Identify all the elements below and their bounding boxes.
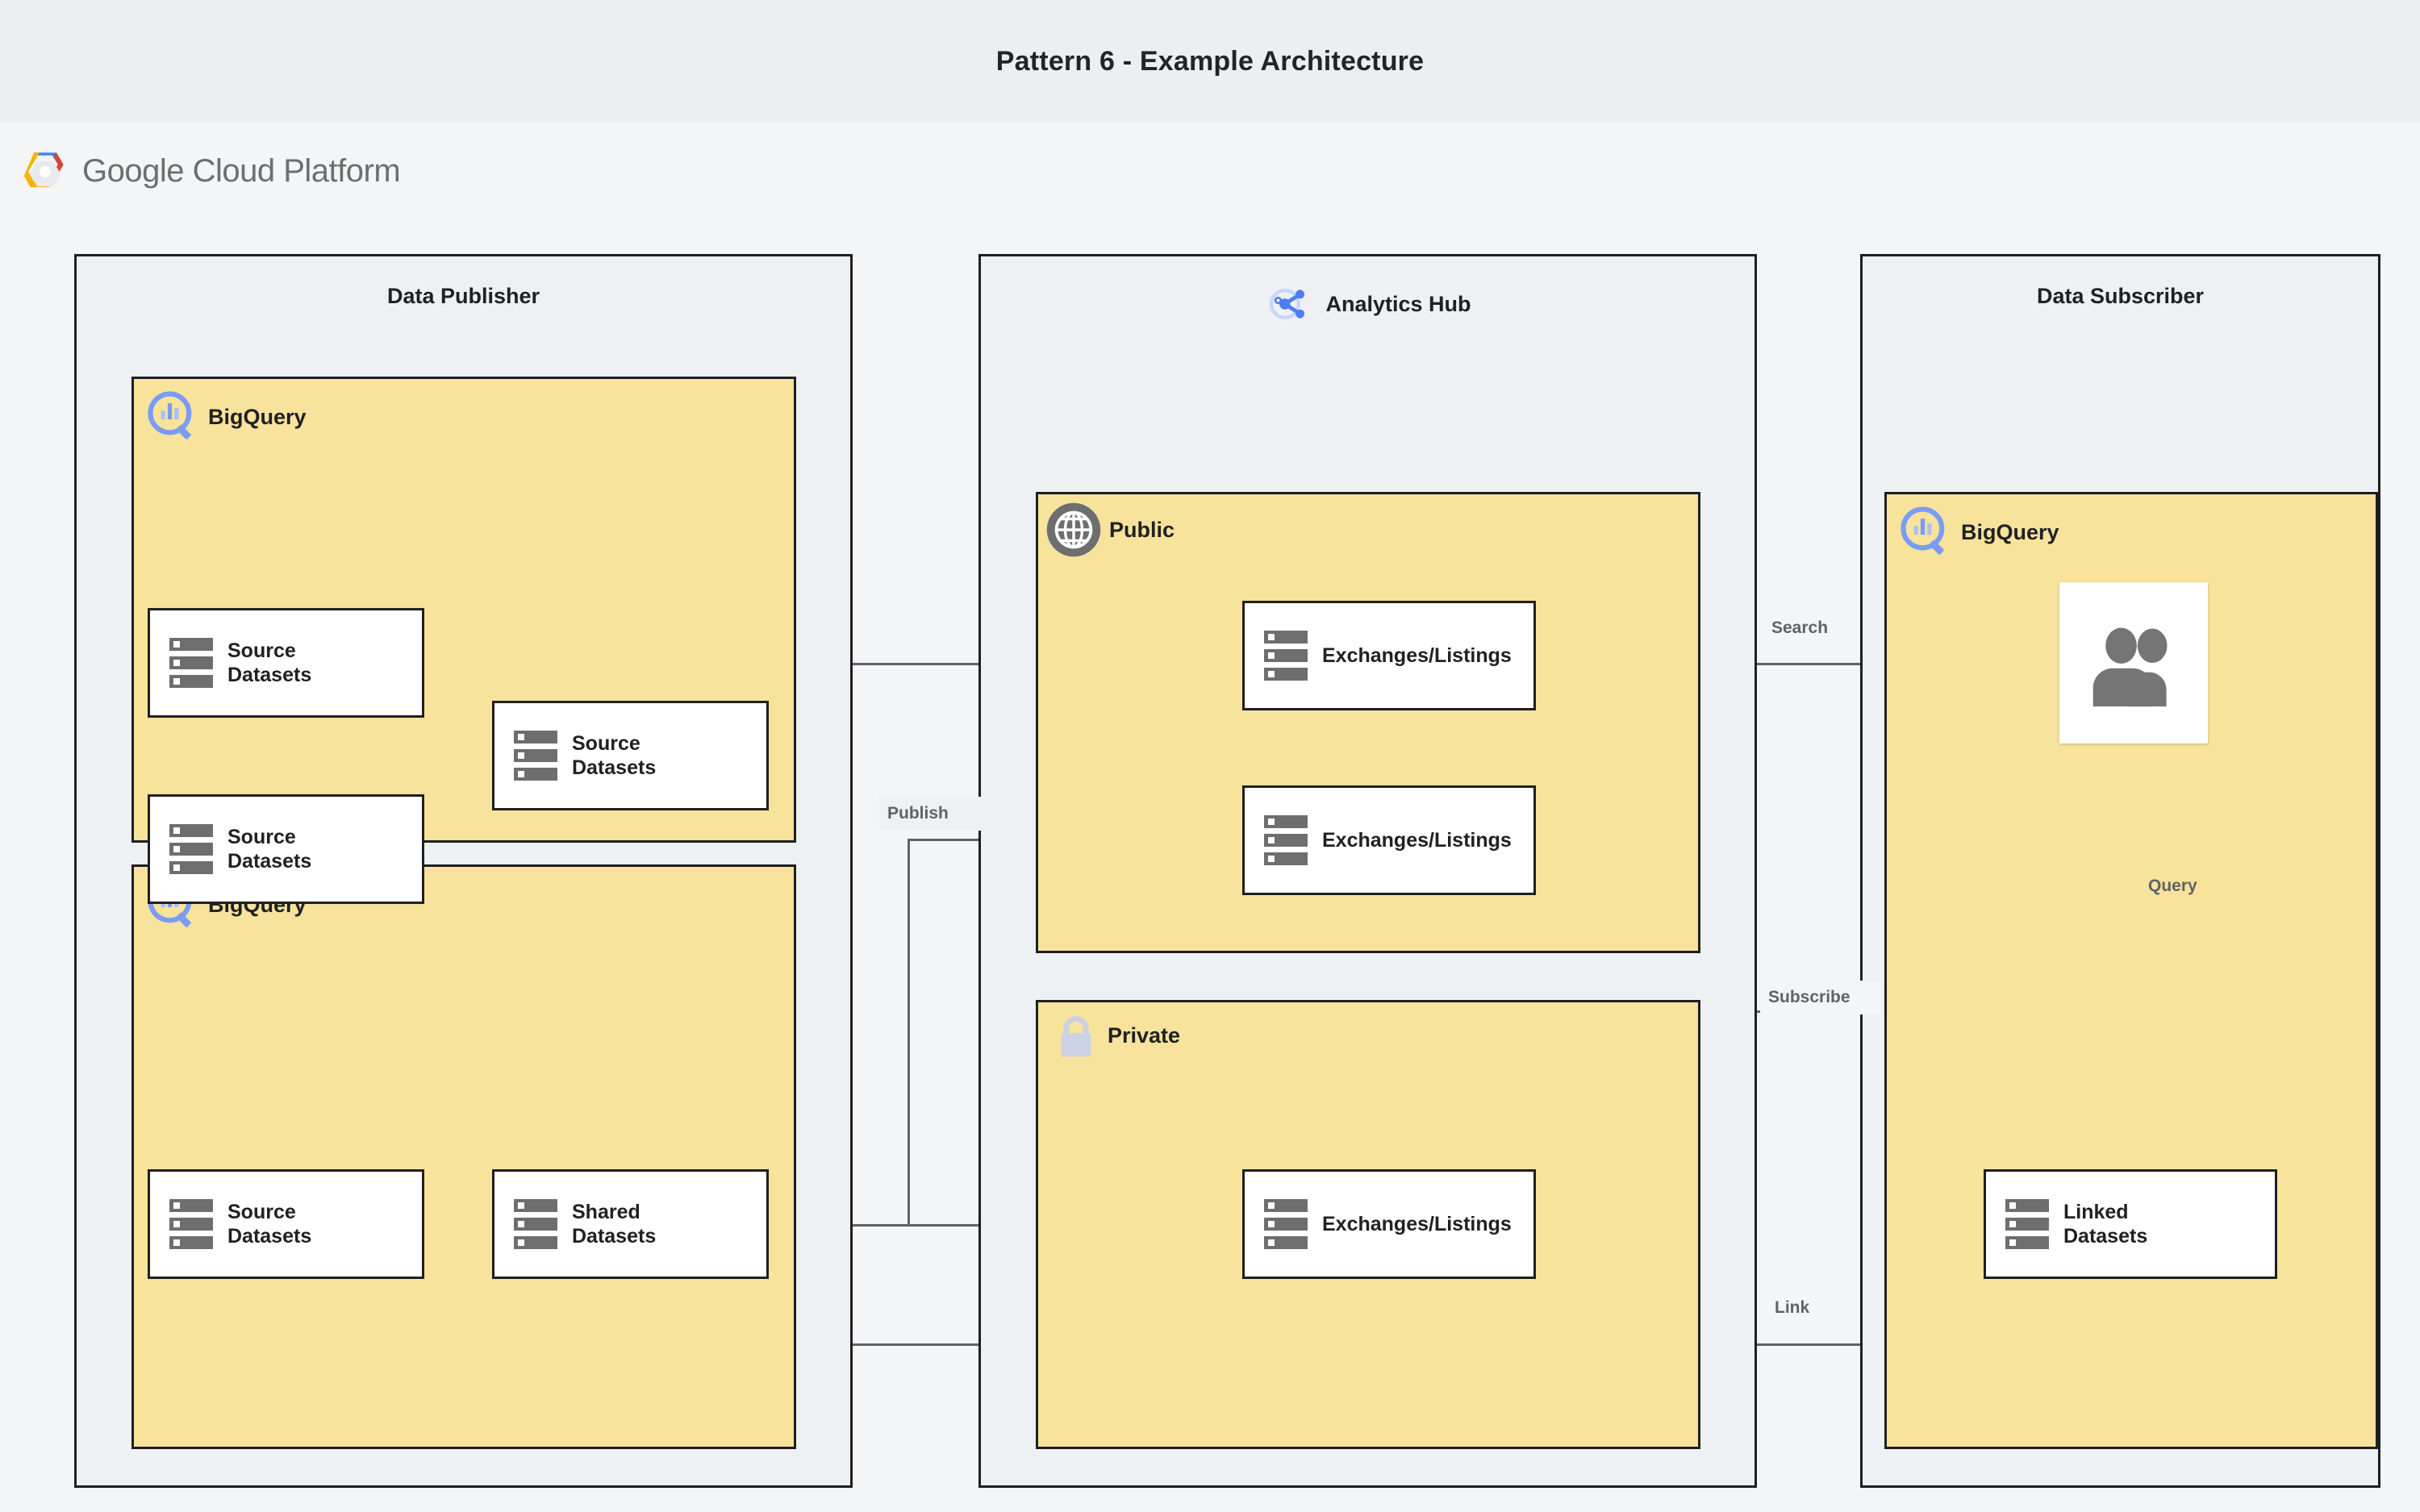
label-plate-search [1763, 611, 1860, 645]
google-cloud-platform-logo: Google Cloud Platform [23, 148, 401, 194]
node-source-datasets-1[interactable]: Source Datasets [148, 608, 424, 718]
datasets-icon [169, 638, 213, 688]
edge-label-query-top: Query [2148, 877, 2197, 895]
node-label-linked-datasets: Linked Datasets [2063, 1200, 2148, 1248]
node-public-exchanges-listings-2[interactable]: Exchanges/Listings [1242, 785, 1536, 895]
zone-label-public: Public [1109, 517, 1175, 542]
zone-head-public: Public [1043, 499, 1175, 560]
datasets-icon [1264, 815, 1308, 865]
node-shared-datasets[interactable]: Shared Datasets [492, 1169, 769, 1279]
node-private-exchanges-listings[interactable]: Exchanges/Listings [1242, 1169, 1536, 1279]
node-source-datasets-2[interactable]: Source Datasets [148, 794, 424, 904]
node-linked-datasets[interactable]: Linked Datasets [1984, 1169, 2277, 1279]
node-subscriber-users[interactable] [2059, 582, 2208, 744]
edge-label-link-top: Link [1775, 1298, 1810, 1317]
datasets-icon [1264, 1199, 1308, 1249]
diagram-canvas: Google Cloud Platform [0, 123, 2420, 1512]
users-icon [2092, 627, 2168, 707]
analytics-hub-share-icon [1270, 289, 1305, 319]
node-label-source-datasets-4: Source Datasets [227, 1200, 312, 1248]
datasets-icon [2005, 1199, 2049, 1249]
gcp-logo-text: Google Cloud Platform [82, 152, 401, 190]
gcp-logo-word-cloudplatform: Cloud Platform [192, 152, 401, 189]
title-banner: Pattern 6 - Example Architecture [0, 0, 2420, 123]
group-title-analytics-hub: Analytics Hub [1325, 291, 1471, 316]
node-label-public-exchanges-2: Exchanges/Listings [1322, 828, 1512, 852]
node-source-datasets-3[interactable]: Source Datasets [492, 701, 769, 810]
connector-search-run [1553, 663, 2058, 665]
node-label-private-exchanges: Exchanges/Listings [1322, 1212, 1512, 1235]
node-label-source-datasets-3: Source Datasets [572, 731, 657, 780]
zone-publisher-bigquery-bottom[interactable]: BigQuery [131, 864, 796, 1449]
node-label-shared-datasets: Shared Datasets [572, 1200, 657, 1248]
datasets-icon [169, 824, 213, 874]
node-source-datasets-4[interactable]: Source Datasets [148, 1169, 424, 1279]
datasets-icon [1264, 631, 1308, 681]
group-title-row-analytics-hub: Analytics Hub [981, 279, 1754, 329]
label-plate-publish [879, 797, 984, 831]
zone-head-private: Private [1049, 1009, 1180, 1062]
bigquery-icon [1901, 506, 1945, 555]
group-title-data-subscriber: Data Subscriber [2036, 284, 2205, 308]
node-label-public-exchanges-1: Exchanges/Listings [1322, 644, 1512, 667]
connector-publish-vertical [908, 839, 910, 1226]
node-label-source-datasets-2: Source Datasets [227, 825, 312, 873]
label-plate-link [1767, 1291, 1855, 1325]
datasets-icon [514, 731, 557, 781]
zone-head-bigquery-top: BigQuery [144, 387, 307, 447]
label-plate-subscribe [1760, 981, 1881, 1014]
edge-label-search-top: Search [1771, 619, 1829, 637]
edge-label-subscribe-top: Subscribe [1768, 988, 1850, 1006]
node-public-exchanges-listings-1[interactable]: Exchanges/Listings [1242, 601, 1536, 710]
zone-head-subscriber-bigquery: BigQuery [1896, 502, 2059, 562]
zone-label-private: Private [1108, 1023, 1181, 1048]
gcp-hexagon-icon [23, 152, 64, 188]
lock-icon [1061, 1015, 1091, 1057]
bigquery-icon [148, 391, 192, 439]
gcp-logo-word-google: Google [82, 152, 184, 189]
globe-icon [1046, 502, 1101, 557]
datasets-icon [514, 1199, 557, 1249]
zone-label-subscriber-bigquery: BigQuery [1961, 519, 2059, 544]
zone-label-bigquery-top: BigQuery [208, 404, 307, 429]
edge-label-publish-top: Publish [887, 804, 949, 823]
page-title: Pattern 6 - Example Architecture [995, 45, 1425, 77]
group-title-data-publisher: Data Publisher [386, 284, 540, 308]
node-label-source-datasets-1: Source Datasets [227, 639, 312, 687]
datasets-icon [169, 1199, 213, 1249]
